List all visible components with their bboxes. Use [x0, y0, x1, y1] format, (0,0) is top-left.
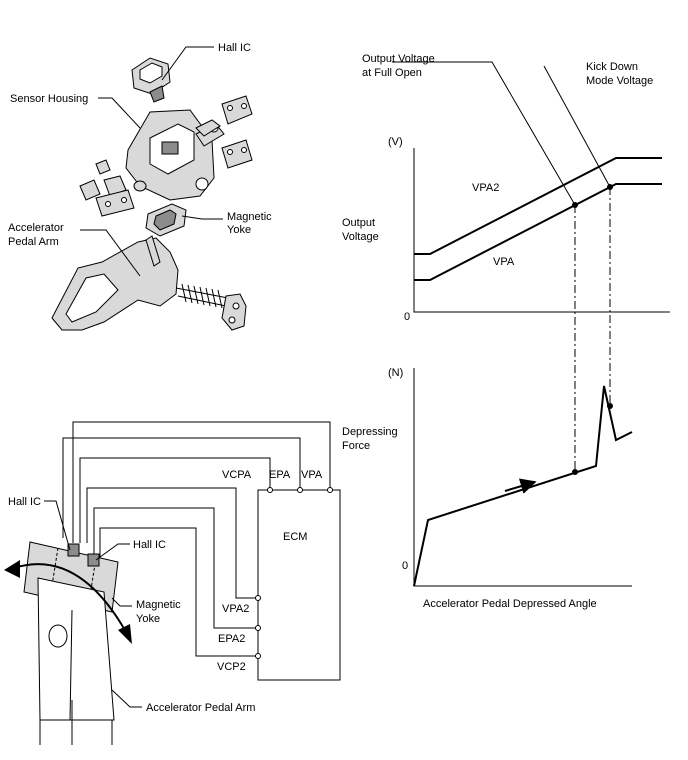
circuit-label-yoke-2: Yoke — [136, 613, 160, 625]
force-ylabel-1: Depressing — [342, 426, 398, 438]
voltage-graph: (V) Output Voltage 0 VPA2 VPA Output Vol… — [342, 53, 670, 323]
terminal-label-epa2: EPA2 — [218, 633, 245, 645]
terminal-label-vpa: VPA — [301, 469, 323, 481]
terminal-label-vcpa: VCPA — [222, 469, 252, 481]
ecm-box — [257, 489, 341, 681]
force-graph: (N) Depressing Force 0 Accelerator Pedal… — [342, 367, 633, 610]
hall-ic-sensor-2 — [87, 553, 100, 567]
terminal-vcp2 — [255, 653, 261, 659]
terminal-epa — [297, 487, 303, 493]
terminal-label-epa: EPA — [269, 469, 291, 481]
label-hall-ic: Hall IC — [218, 42, 251, 54]
voltage-ylabel-1: Output — [342, 217, 375, 229]
label-kickdown-1: Kick Down — [586, 61, 638, 73]
force-full-open-point — [572, 469, 578, 475]
terminal-vpa — [327, 487, 333, 493]
label-full-open-1: Output Voltage — [362, 53, 435, 65]
label-full-open-2: at Full Open — [362, 67, 422, 79]
force-graph-axes — [413, 368, 632, 587]
rotation-arrow-right — [118, 624, 132, 644]
terminal-epa2 — [255, 625, 261, 631]
pedal-arm-hole — [48, 624, 68, 648]
terminal-label-vcp2: VCP2 — [217, 661, 246, 673]
sensor-mechanism — [4, 541, 132, 745]
wire-vcpa — [79, 457, 271, 543]
rotation-arrow-left — [4, 560, 20, 578]
hall-ic-sensor-1 — [67, 543, 80, 557]
exploded-view: Hall IC Sensor Housing Magnetic Yoke Acc… — [8, 42, 272, 331]
rotation-arc — [13, 563, 127, 633]
label-pedal-arm-1: Accelerator — [8, 222, 64, 234]
voltage-ylabel-2: Voltage — [342, 231, 379, 243]
vpa-line — [414, 183, 662, 281]
full-open-leader — [392, 61, 576, 206]
terminal-vpa2 — [255, 595, 261, 601]
wire-vpa2 — [86, 487, 258, 599]
magnetic-yoke-part — [145, 203, 187, 237]
circuit: ECM VCPA EPA VPA VPA2 EPA2 VCP2 — [4, 421, 341, 745]
terminal-label-vpa2: VPA2 — [222, 603, 249, 615]
force-curve — [413, 385, 633, 587]
force-unit: (N) — [388, 367, 403, 379]
circuit-label-hall-ic-1: Hall IC — [8, 496, 41, 508]
force-direction-arrow — [504, 478, 537, 494]
voltage-origin: 0 — [404, 311, 410, 323]
label-magnetic-yoke-1: Magnetic — [227, 211, 272, 223]
wire-epa — [62, 437, 301, 538]
pedal-arm-part — [51, 235, 247, 331]
circuit-label-hall-ic-2: Hall IC — [133, 539, 166, 551]
wire-vcp2 — [99, 527, 258, 657]
force-xlabel: Accelerator Pedal Depressed Angle — [423, 598, 597, 610]
circuit-label-yoke-1: Magnetic — [136, 599, 181, 611]
label-sensor-housing: Sensor Housing — [10, 93, 88, 105]
label-vpa: VPA — [493, 256, 515, 268]
circuit-label-pedal-arm: Accelerator Pedal Arm — [146, 702, 255, 714]
ecm-label: ECM — [283, 531, 307, 543]
label-kickdown-2: Mode Voltage — [586, 75, 653, 87]
small-parts — [79, 95, 253, 217]
terminal-vcpa — [267, 487, 273, 493]
kickdown-leader — [543, 65, 611, 188]
pedal-arm-body — [37, 577, 115, 721]
wire-epa2 — [93, 507, 258, 629]
hall-ic-part — [131, 57, 171, 103]
voltage-unit: (V) — [388, 136, 403, 148]
label-vpa2: VPA2 — [472, 182, 499, 194]
wire-vpa — [72, 421, 331, 543]
voltage-graph-axes — [413, 148, 670, 313]
force-ylabel-2: Force — [342, 440, 370, 452]
force-kickdown-point — [607, 403, 613, 409]
label-magnetic-yoke-2: Yoke — [227, 224, 251, 236]
force-origin: 0 — [402, 560, 408, 572]
vpa2-line — [414, 157, 662, 255]
label-pedal-arm-2: Pedal Arm — [8, 236, 59, 248]
